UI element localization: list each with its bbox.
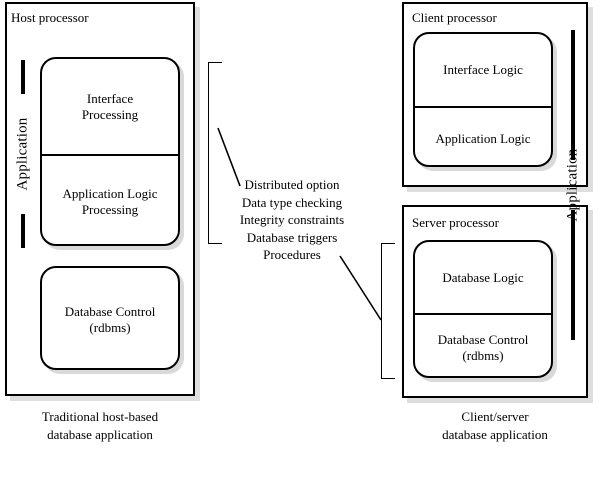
server-database-control-cell: Database Control (rdbms)	[415, 315, 551, 376]
client-module-divider	[415, 106, 551, 108]
host-database-control-cell: Database Control (rdbms)	[42, 268, 178, 368]
host-annotation-bracket	[208, 62, 222, 244]
host-caption-line-1: Traditional host-based	[41, 409, 159, 424]
server-module: Database Logic Database Control (rdbms)	[413, 240, 553, 378]
client-server-caption: Client/server database application	[400, 408, 590, 444]
client-server-caption-line-2: database application	[442, 427, 548, 442]
client-module: Interface Logic Application Logic	[413, 32, 553, 167]
application-bar-bottom	[21, 214, 25, 248]
host-database-control-line-1: Database Control	[64, 304, 156, 319]
annotation-line-5: Procedures	[263, 247, 321, 262]
client-interface-logic-cell: Interface Logic	[415, 34, 551, 106]
server-annotation-bracket	[381, 243, 395, 379]
host-application-logic-cell: Application Logic Processing	[42, 156, 178, 244]
annotation-line-2: Data type checking	[241, 194, 343, 210]
client-application-logic-label: Application Logic	[435, 130, 531, 146]
host-interface-processing-line-2: Processing	[81, 106, 139, 122]
annotation-line-4: Database triggers	[246, 229, 338, 245]
application-bar-bottom	[571, 210, 575, 340]
server-database-logic-cell: Database Logic	[415, 242, 551, 313]
annotation-line-3: Integrity constraints	[239, 212, 345, 227]
client-interface-logic-label: Interface Logic	[443, 62, 523, 77]
client-application-logic-cell: Application Logic	[415, 108, 551, 165]
host-interface-processing-line-1: Interface	[86, 90, 134, 106]
host-caption: Traditional host-based database applicat…	[10, 408, 190, 444]
host-processor-label: Host processor	[11, 10, 89, 25]
annotation-text-block: Distributed option Data type checking In…	[232, 176, 352, 264]
host-application-logic-line-2: Processing	[81, 202, 139, 217]
client-server-caption-line-1: Client/server	[461, 409, 529, 424]
application-bar-top	[21, 60, 25, 94]
host-database-control-module: Database Control (rdbms)	[40, 266, 180, 370]
server-processor-label: Server processor	[412, 215, 499, 230]
host-module-divider	[42, 154, 178, 156]
server-database-control-line-1: Database Control	[437, 331, 529, 347]
client-server-application-span: Application	[561, 30, 585, 340]
server-database-control-line-2: (rdbms)	[462, 347, 504, 363]
host-application-label: Application	[14, 117, 31, 191]
server-module-divider	[415, 313, 551, 315]
application-bar-top	[571, 30, 575, 160]
client-processor-label: Client processor	[412, 10, 497, 25]
annotation-line-1: Distributed option	[244, 177, 340, 192]
host-application-span: Application	[12, 60, 34, 248]
host-application-logic-line-1: Application Logic	[62, 186, 158, 201]
host-caption-line-2: database application	[47, 427, 153, 442]
client-server-application-label: Application	[564, 148, 581, 222]
server-database-logic-label: Database Logic	[442, 269, 524, 285]
leader-line-server	[339, 255, 382, 321]
host-database-control-line-2: (rdbms)	[89, 320, 131, 335]
host-interface-processing-cell: Interface Processing	[42, 59, 178, 154]
host-application-module: Interface Processing Application Logic P…	[40, 57, 180, 246]
